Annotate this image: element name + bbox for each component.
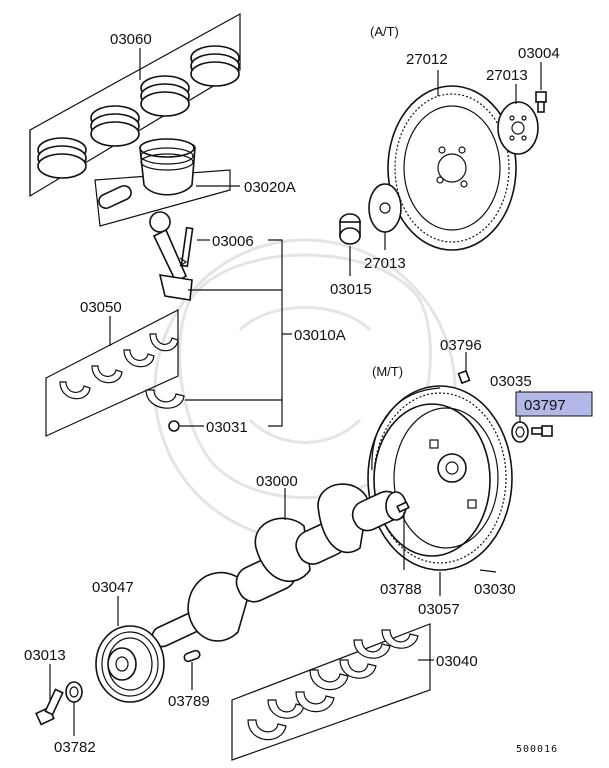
bolt-03013[interactable] xyxy=(35,664,64,726)
conrod-cap[interactable] xyxy=(145,389,185,409)
label-27012[interactable]: 27012 xyxy=(406,51,448,68)
crankshaft-03000[interactable] xyxy=(149,483,407,650)
piston-ring-set-4 xyxy=(190,45,240,87)
label-03040[interactable]: 03040 xyxy=(436,653,478,670)
piston-ring-set-3 xyxy=(140,75,190,117)
label-03010A[interactable]: 03010A xyxy=(294,327,346,344)
piston-assembly[interactable] xyxy=(94,138,240,227)
label-03006[interactable]: 03006 xyxy=(212,233,254,250)
drive-plate-27012[interactable] xyxy=(387,70,517,251)
dowel-03796[interactable] xyxy=(457,352,471,385)
label-03004[interactable]: 03004 xyxy=(518,45,560,62)
conrod-nut[interactable] xyxy=(168,420,204,432)
label-03057[interactable]: 03057 xyxy=(418,601,460,618)
label-03015[interactable]: 03015 xyxy=(330,281,372,298)
label-03031[interactable]: 03031 xyxy=(206,419,248,436)
conrod-bearings-group[interactable] xyxy=(45,309,179,437)
label-03788[interactable]: 03788 xyxy=(380,581,422,598)
flywheel-bolt-03797[interactable] xyxy=(531,425,553,437)
flywheel-03030[interactable] xyxy=(367,385,513,571)
label-03050[interactable]: 03050 xyxy=(80,299,122,316)
label-03030[interactable]: 03030 xyxy=(474,581,516,598)
label-03047[interactable]: 03047 xyxy=(92,579,134,596)
label-03789[interactable]: 03789 xyxy=(168,693,210,710)
label-03060[interactable]: 03060 xyxy=(110,31,152,48)
label-03013[interactable]: 03013 xyxy=(24,647,66,664)
label-03000[interactable]: 03000 xyxy=(256,473,298,490)
label-03797[interactable]: 03797 xyxy=(524,397,566,414)
pin-03788[interactable] xyxy=(396,501,410,570)
section-label-at: (A/T) xyxy=(370,24,399,39)
adapter-plate-27013-lower[interactable] xyxy=(368,183,402,250)
key-03789[interactable] xyxy=(183,649,201,690)
connecting-rod[interactable] xyxy=(149,211,194,301)
piston-rings-group[interactable] xyxy=(29,12,241,198)
label-27013-upper[interactable]: 27013 xyxy=(486,67,528,84)
label-03020A[interactable]: 03020A xyxy=(244,179,296,196)
spacer-03015[interactable] xyxy=(339,213,361,276)
section-label-mt: (M/T) xyxy=(372,364,403,379)
adapter-plate-27013-upper[interactable] xyxy=(497,84,539,155)
crank-pulley-03047[interactable] xyxy=(95,596,165,703)
piston-ring-set-1 xyxy=(37,137,87,179)
label-03035[interactable]: 03035 xyxy=(490,373,532,390)
washer-03782[interactable] xyxy=(65,681,83,736)
main-bearings-group[interactable] xyxy=(231,623,434,761)
piston-ring-set-2 xyxy=(90,105,140,147)
bolt-03004[interactable] xyxy=(535,62,547,113)
highlight-03797[interactable]: 03797 xyxy=(515,391,593,417)
label-27013-lower[interactable]: 27013 xyxy=(364,255,406,272)
label-03782[interactable]: 03782 xyxy=(54,739,96,756)
label-03796[interactable]: 03796 xyxy=(440,337,482,354)
diagram-code: 500016 xyxy=(516,744,558,755)
